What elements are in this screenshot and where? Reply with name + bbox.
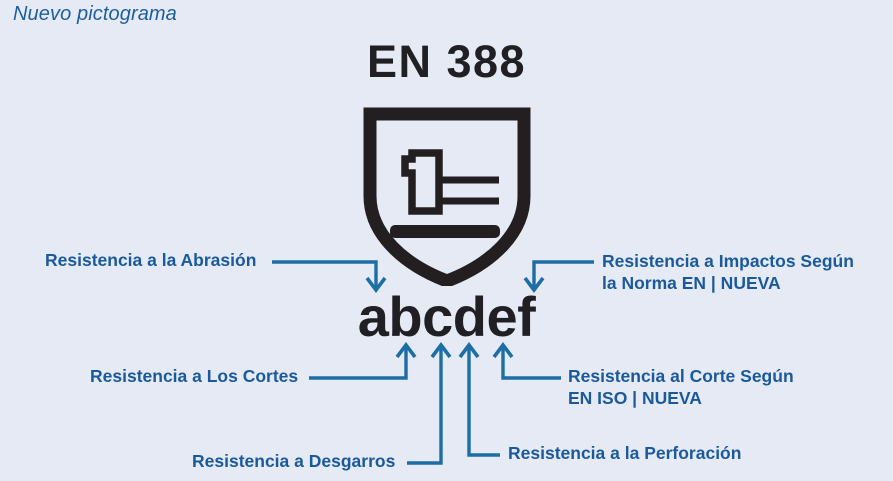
performance-code-letters: abcdef bbox=[357, 285, 536, 348]
standard-wordmark: EN 388 bbox=[366, 36, 527, 87]
callout-label-cortes: Resistencia a Los Cortes bbox=[90, 366, 299, 386]
callout-label-abrasion: Resistencia a la Abrasión bbox=[45, 250, 257, 270]
callout-label-impactos: Resistencia a Impactos Según la Norma EN… bbox=[602, 251, 854, 294]
connector-corte-iso bbox=[492, 342, 561, 380]
callout-label-desgarros: Resistencia a Desgarros bbox=[192, 451, 396, 471]
connector-desgarros bbox=[407, 342, 452, 465]
callout-label-perforacion: Resistencia a la Perforación bbox=[508, 443, 742, 463]
en388-shield-hammer-icon bbox=[357, 101, 537, 288]
callout-label-corte-iso: Resistencia al Corte Según EN ISO | NUEV… bbox=[568, 366, 794, 409]
page-title: Nuevo pictograma bbox=[13, 3, 177, 25]
connector-perforacion bbox=[458, 342, 500, 457]
connector-cortes bbox=[309, 342, 417, 380]
